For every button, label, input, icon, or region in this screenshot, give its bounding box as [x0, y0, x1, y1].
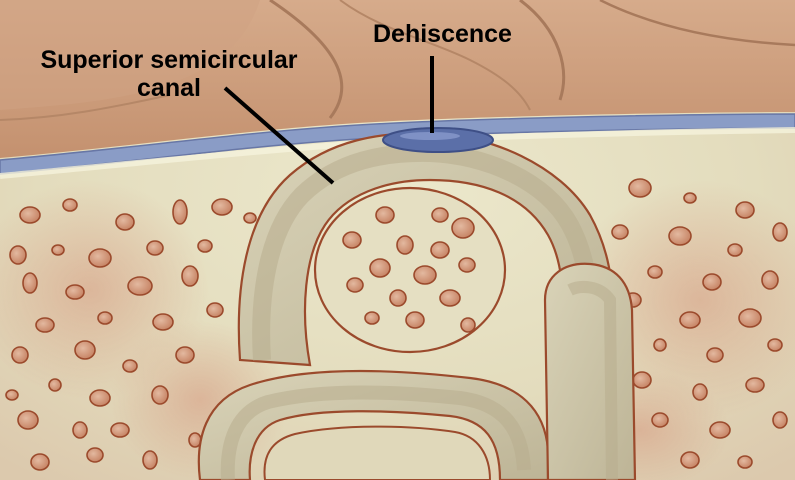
- superior-canal-label-line1: Superior semicircular: [40, 46, 298, 74]
- superior-canal-label-line2: canal: [137, 74, 201, 102]
- bone-pores: [5, 198, 257, 471]
- dehiscence-defect: [382, 127, 494, 153]
- ssc-leader-line: [223, 86, 335, 185]
- dehiscence-label: Dehiscence: [373, 20, 512, 48]
- superior-semicircular-canal-label: Superior semicircular canal: [8, 46, 330, 102]
- brain-temporal-lobe: [0, 0, 795, 158]
- semicircular-canal: [197, 131, 637, 480]
- bone-pores-right: [611, 178, 788, 469]
- dura-mater: [0, 113, 795, 175]
